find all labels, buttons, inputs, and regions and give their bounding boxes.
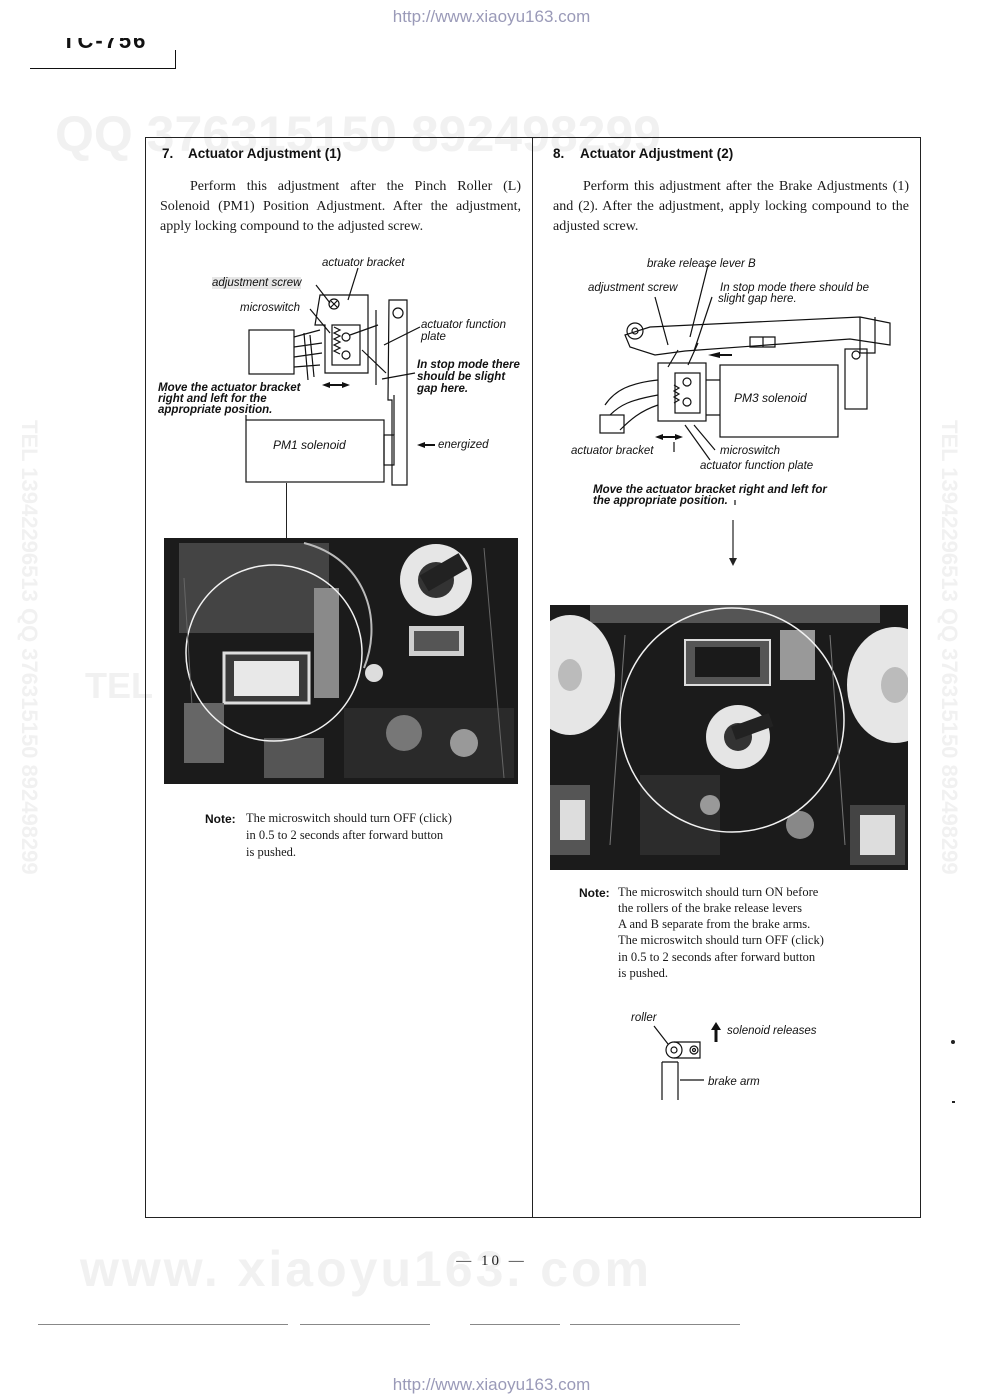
watermark-top: QQ 376315150 892498299	[55, 106, 662, 162]
content-frame	[145, 137, 921, 1218]
left-spring	[332, 326, 342, 355]
right-section-number: 8.	[553, 146, 565, 161]
left-microswitch-body	[331, 324, 361, 366]
watermark-bottom: www. xiaoyu163. com	[80, 1241, 653, 1297]
left-instructions: Perform this adjustment after the Pinch …	[160, 179, 521, 234]
left-move-arrow	[322, 382, 350, 388]
source-url-bottom[interactable]: http://www.xiaoyu163.com	[392, 1375, 591, 1394]
watermark-right-side: TEL 13942296513 QQ 376315150 892498299	[937, 420, 962, 875]
scan-line-3	[470, 1324, 560, 1325]
right-label-microswitch: microswitch	[720, 445, 781, 457]
right-note-line-5: in 0.5 to 2 seconds after forward button	[618, 950, 816, 964]
left-label-move-3: appropriate position.	[158, 404, 273, 416]
left-label-microswitch: microswitch	[240, 302, 301, 314]
right-spring	[672, 384, 681, 404]
right-label-function-plate: actuator function plate	[700, 460, 814, 472]
left-label-stop-mode-1: In stop mode there	[417, 359, 520, 371]
scan-dot-1	[951, 1040, 955, 1044]
scan-line-1	[38, 1324, 288, 1325]
brake-arm-shape	[661, 1061, 679, 1100]
left-actuator-diagram	[245, 267, 435, 486]
left-label-pm1-solenoid: PM1 solenoid	[273, 438, 346, 452]
right-brake-release-lever	[624, 316, 891, 356]
left-label-move-2: right and left for the	[158, 393, 267, 405]
left-connector	[248, 329, 295, 375]
left-label-energized: energized	[438, 439, 489, 451]
roller-brake-arm-diagram	[653, 1022, 721, 1100]
right-note-line-6: is pushed.	[618, 966, 668, 980]
right-label-brake-release-lever: brake release lever B	[647, 258, 756, 270]
left-label-move-1: Move the actuator bracket	[158, 382, 301, 394]
left-note-label: Note:	[205, 812, 236, 826]
left-label-stop-mode-2: should be slight	[417, 371, 506, 383]
left-note-line-1: The microswitch should turn OFF (click)	[246, 811, 452, 825]
right-label-stop-mode-1: In stop mode there should be	[720, 282, 869, 294]
header-rule	[30, 68, 176, 69]
left-energized-arrow	[417, 442, 435, 448]
right-note-line-2: the rollers of the brake release levers	[618, 901, 802, 915]
right-note-line-4: The microswitch should turn OFF (click)	[618, 933, 824, 947]
right-label-adjustment-screw: adjustment screw	[588, 282, 678, 294]
right-note-label: Note:	[579, 886, 610, 900]
right-mechanism-photo	[550, 605, 908, 870]
right-photo-highlight-circle	[619, 607, 845, 833]
source-url-top[interactable]: http://www.xiaoyu163.com	[392, 7, 591, 26]
right-move-arrow	[655, 434, 683, 440]
page-number: — 10 —	[456, 1253, 527, 1269]
right-section-heading: Actuator Adjustment (2)	[580, 146, 734, 161]
watermark-left-side: TEL 13942296513 QQ 376315150 892498299	[17, 420, 42, 875]
left-adjustment-screw	[328, 298, 340, 310]
left-label-function-plate-2: plate	[421, 331, 446, 343]
left-label-actuator-bracket: actuator bracket	[322, 257, 405, 269]
right-microswitch-body	[674, 372, 701, 414]
left-photo-highlight-circle	[185, 564, 363, 742]
right-label-pm3-solenoid: PM3 solenoid	[734, 391, 807, 405]
left-mechanism-photo	[164, 538, 518, 784]
left-function-plate	[387, 299, 408, 486]
solenoid-release-arrow	[711, 1022, 721, 1042]
model-code: TC-756	[62, 38, 148, 52]
header-rule-tick	[175, 50, 176, 69]
brake-release-lever-arm	[674, 1041, 701, 1059]
right-instructions: Perform this adjustment after the Brake …	[553, 179, 909, 234]
left-label-stop-mode-3: gap here.	[417, 383, 469, 395]
roller-icon	[665, 1041, 683, 1059]
right-note-line-1: The microswitch should turn ON before	[618, 885, 819, 899]
left-label-function-plate-1: actuator function	[421, 319, 507, 331]
scan-line-4	[570, 1324, 740, 1325]
right-actuator-bracket	[657, 362, 707, 422]
left-label-adjustment-screw: adjustment screw	[212, 277, 302, 289]
column-divider	[532, 137, 533, 1218]
label-roller: roller	[631, 1012, 657, 1024]
label-solenoid-releases: solenoid releases	[727, 1025, 817, 1037]
left-photo-leader	[286, 483, 287, 543]
left-bracket-outline	[314, 294, 369, 374]
right-label-move-2: the appropriate position.	[593, 495, 728, 507]
scan-line-2	[300, 1324, 430, 1325]
left-note-line-2: in 0.5 to 2 seconds after forward button	[246, 828, 444, 842]
right-actuator-diagram	[599, 264, 891, 505]
left-section-heading: Actuator Adjustment (1)	[188, 146, 342, 161]
right-note-line-3: A and B separate from the brake arms.	[618, 917, 811, 931]
right-label-actuator-bracket: actuator bracket	[571, 445, 654, 457]
right-label-move-1: Move the actuator bracket right and left…	[593, 484, 827, 496]
scan-dot-2	[952, 1101, 955, 1103]
left-note-line-3: is pushed.	[246, 845, 296, 859]
left-section-number: 7.	[162, 146, 174, 161]
right-pm3-solenoid	[719, 364, 839, 438]
right-label-stop-mode-2: slight gap here.	[718, 293, 797, 305]
label-brake-arm: brake arm	[708, 1076, 760, 1088]
right-photo-leader	[729, 520, 737, 566]
